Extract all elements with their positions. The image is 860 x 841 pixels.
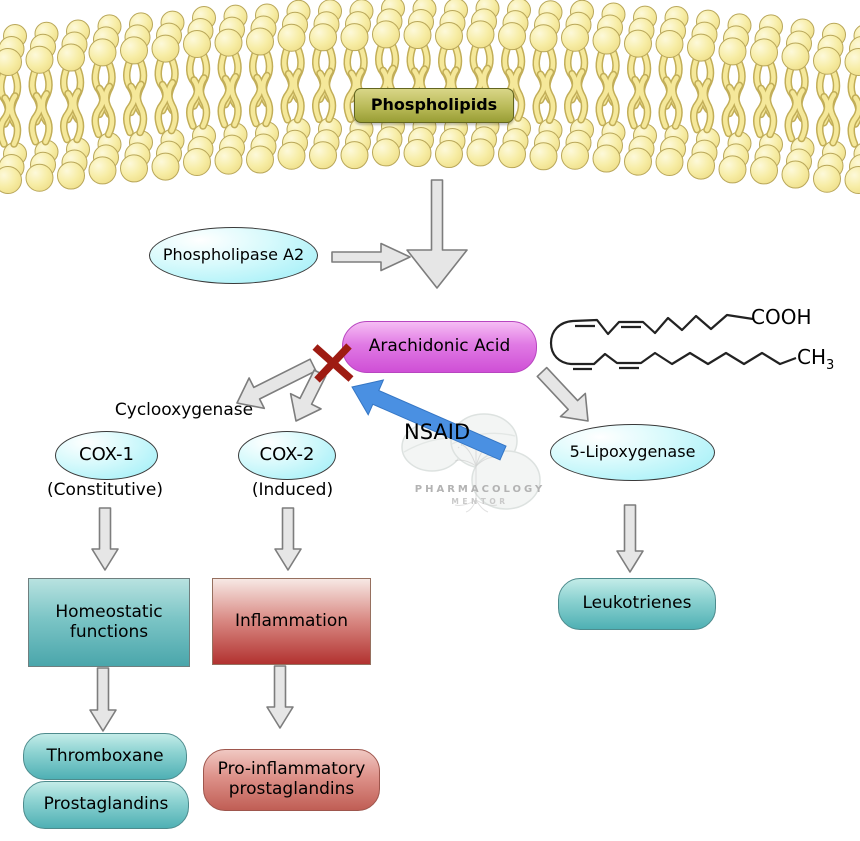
prostaglandins-node: Prostaglandins [23, 781, 189, 829]
phospholipase-a2-node: Phospholipase A2 [149, 227, 318, 284]
cox1-note: (Constitutive) [47, 480, 163, 501]
cox1-node: COX-1 [55, 431, 158, 480]
arrow-to-lipoxygenase [536, 366, 589, 422]
arrow-homeostatic-down [89, 667, 117, 732]
arachidonic-acid-node: Arachidonic Acid [342, 321, 537, 373]
watermark-brand: PHARMACOLOGY [414, 484, 546, 495]
lipoxygenase-node: 5-Lipoxygenase [550, 424, 715, 481]
arrow-lipoxygenase-down [616, 504, 644, 573]
inflammation-box: Inflammation [212, 578, 371, 665]
arrow-inflammation-down [266, 665, 294, 729]
leukotrienes-node: Leukotrienes [558, 578, 716, 630]
nsaid-label: NSAID [404, 420, 471, 444]
cox2-node: COX-2 [238, 431, 336, 480]
cox2-note: (Induced) [251, 480, 334, 501]
proinflammatory-prostaglandins-node: Pro-inflammatory prostaglandins [203, 749, 380, 811]
arrow-cox2-down [274, 507, 302, 571]
arrow-cox1-down [91, 507, 119, 571]
cooh-label: COOH [751, 305, 812, 329]
arrow-phospholipase [331, 242, 411, 272]
ch3-subscript: 3 [826, 358, 835, 373]
cyclooxygenase-label: Cyclooxygenase [114, 400, 254, 421]
arrow-to-cox2 [289, 369, 327, 422]
phospholipids-label: Phospholipids [354, 88, 514, 123]
ch3-prefix: CH [797, 345, 827, 369]
homeostatic-functions-box: Homeostatic functions [28, 578, 190, 667]
ch3-label: CH3 [797, 345, 834, 373]
watermark-sub: MENTOR [451, 497, 509, 506]
thromboxane-node: Thromboxane [23, 733, 187, 780]
